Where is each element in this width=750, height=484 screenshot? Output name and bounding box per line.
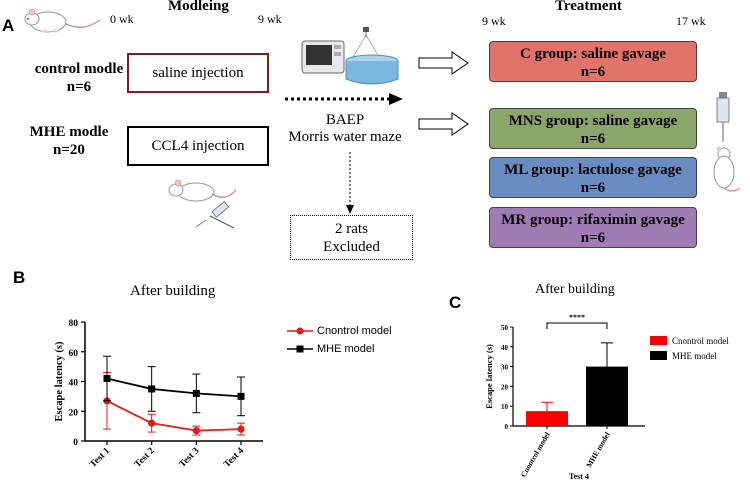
excluded-arrow [346, 152, 354, 214]
chart-c-y-tick-label: 20 [501, 383, 509, 391]
test-line-2: Morris water maze [288, 129, 402, 145]
legend-c-swatch-control [650, 336, 667, 345]
chart-b-title: After building [130, 283, 216, 299]
group-mns-line2: n=6 [580, 131, 606, 147]
wk-0-label: 0 wk [110, 12, 134, 26]
legend-c-item-mhe: MHE model [650, 348, 729, 363]
chart-b-y-tick-label: 20 [69, 408, 79, 418]
group-mr-line2: n=6 [580, 230, 606, 246]
group-box-mns: MNS group: saline gavage n=6 [489, 108, 697, 149]
excluded-box: 2 rats Excluded [290, 215, 413, 260]
group-box-mr: MR group: rifaximin gavage n=6 [489, 207, 697, 248]
chart-b-point [103, 375, 111, 383]
chart-c-significance-bracket [546, 322, 608, 329]
hollow-arrow-mid [418, 112, 469, 136]
treatment-title: Treatment [555, 0, 622, 14]
equipment-icon [301, 27, 399, 85]
panel-letter-b: B [13, 268, 26, 287]
chart-c-y-axis-label: Escape latency (s) [484, 344, 494, 409]
chart-b-y-tick-label: 80 [69, 319, 79, 329]
chart-c-title: After building [535, 282, 615, 297]
chart-b-point [192, 389, 200, 397]
chart-b-point [148, 419, 156, 427]
legend-b-marker-control [287, 327, 313, 335]
panel-letter-a: A [2, 16, 15, 35]
wk-9-right-label: 9 wk [482, 14, 506, 28]
legend-c-label-control: Cnontrol model [672, 335, 729, 346]
control-label-line2: n=6 [66, 79, 92, 95]
chart-b-y-tick-label: 60 [69, 349, 79, 359]
mhe-group-label: MHE modle n=20 [14, 123, 124, 159]
wk-9-left-label: 9 wk [258, 12, 282, 26]
chart-c-x-tick-label: Cnontrol model [519, 431, 552, 479]
chart-c-significance-label: **** [569, 313, 585, 322]
chart-c-y-tick-label: 10 [501, 403, 509, 411]
chart-b-y-tick-label: 0 [73, 438, 78, 448]
group-c-line2: n=6 [580, 64, 606, 80]
chart-b-y-axis-label: Escape latency (s) [54, 341, 65, 421]
legend-b-marker-mhe [287, 345, 313, 353]
chart-b-legend: Cnontrol model MHE model [287, 322, 392, 358]
chart-b-x-tick-label: Test 3 [178, 446, 202, 470]
control-group-label: control modle n=6 [24, 60, 134, 96]
test-line-1: BAEP [325, 112, 365, 128]
wk-17-label: 17 wk [676, 14, 706, 28]
chart-b-y-tick-label: 40 [69, 379, 79, 389]
legend-b-item-control: Cnontrol model [287, 322, 392, 340]
ccl4-injection-box: CCL4 injection [127, 126, 269, 166]
chart-c-legend: Cnontrol model MHE model [650, 333, 729, 363]
legend-c-label-mhe: MHE model [672, 350, 717, 361]
chart-b-series-line [106, 400, 242, 432]
chart-c-bar [526, 411, 568, 426]
rat-syringe-icon [168, 179, 237, 229]
chart-c-y-tick-label: 40 [501, 344, 509, 352]
chart-c-y-tick-label: 0 [505, 423, 509, 431]
group-c-line1: C group: saline gavage [520, 46, 666, 62]
chart-c-bar [586, 366, 628, 426]
test-label: BAEP Morris water maze [280, 112, 410, 146]
chart-c-x-tick-label: MHE model [584, 431, 611, 470]
rat-icon [24, 8, 101, 33]
modeling-title: Modleing [168, 0, 229, 14]
group-mr-line1: MR group: rifaximin gavage [501, 212, 685, 228]
dotted-arrow [285, 93, 403, 105]
mhe-label-line2: n=20 [53, 142, 85, 158]
mhe-label-line1: MHE modle [29, 124, 109, 140]
excluded-line-1: 2 rats [335, 221, 368, 237]
chart-b-point [148, 385, 156, 393]
chart-c-x-axis-label: Test 4 [569, 472, 589, 481]
legend-c-item-control: Cnontrol model [650, 333, 729, 348]
chart-b-point [237, 425, 245, 433]
chart-c-y-tick-label: 30 [501, 364, 509, 372]
gavage-rat-icon [713, 92, 741, 192]
legend-b-label-control: Cnontrol model [317, 325, 392, 337]
legend-b-item-mhe: MHE model [287, 340, 392, 358]
group-mns-line1: MNS group: saline gavage [508, 113, 678, 129]
legend-c-swatch-mhe [650, 351, 667, 360]
chart-b-point [237, 392, 245, 400]
excluded-line-2: Excluded [323, 239, 380, 255]
group-box-ml: ML group: lactulose gavage n=6 [489, 157, 697, 198]
chart-b-x-tick-label: Test 4 [222, 446, 246, 470]
group-box-c: C group: saline gavage n=6 [489, 41, 697, 82]
chart-b-x-tick-label: Test 1 [88, 446, 112, 470]
panel-letter-c: C [449, 293, 462, 312]
group-ml-line2: n=6 [580, 180, 606, 196]
legend-b-label-mhe: MHE model [317, 343, 375, 355]
chart-c-y-tick-label: 50 [501, 324, 509, 332]
chart-b-series-line [106, 377, 242, 398]
chart-b-point [192, 426, 200, 435]
control-label-line1: control modle [34, 61, 124, 77]
chart-b-x-tick-label: Test 2 [133, 446, 157, 470]
hollow-arrow-top [418, 51, 469, 75]
group-ml-line1: ML group: lactulose gavage [504, 162, 682, 178]
saline-injection-box: saline injection [127, 53, 269, 93]
